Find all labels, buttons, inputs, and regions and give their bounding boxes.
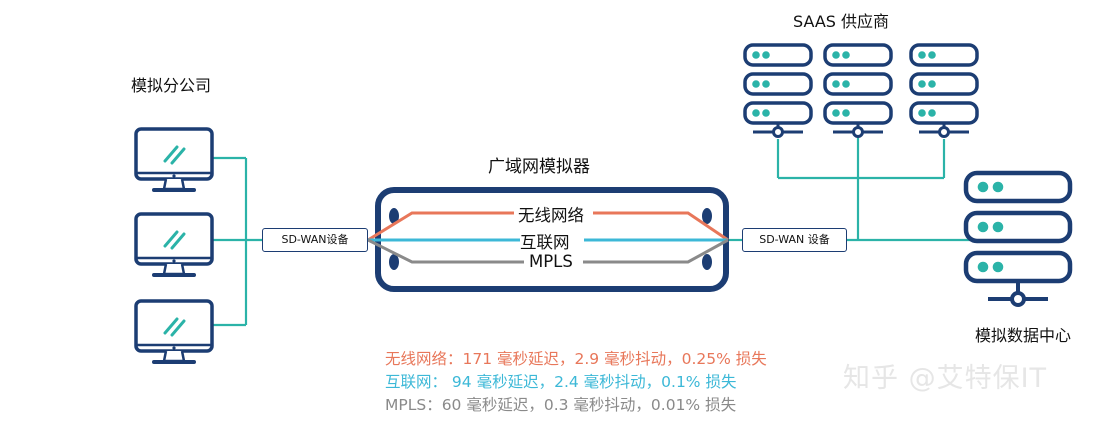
metric-mpls: MPLS：60 毫秒延迟，0.3 毫秒抖动，0.01% 损失 <box>385 396 737 414</box>
wireless-link-line <box>367 211 514 242</box>
saas-server-icon-1 <box>743 43 813 138</box>
wan-emulator-title: 广域网模拟器 <box>488 157 590 177</box>
saas-server-icons <box>743 43 979 138</box>
metric-wireless: 无线网络：171 毫秒延迟，2.9 毫秒抖动，0.25% 损失 <box>385 350 767 368</box>
sdwan-device-left: SD-WAN设备 <box>262 228 368 252</box>
watermark: 知乎 @艾特保IT <box>843 363 1048 394</box>
saas-server-icon-3 <box>909 43 979 138</box>
link-label-wireless: 无线网络 <box>518 206 584 225</box>
branch-monitor-icon-2 <box>134 212 214 277</box>
metric-internet: 互联网： 94 毫秒延迟，2.4 毫秒抖动，0.1% 损失 <box>385 373 737 391</box>
data-center-title: 模拟数据中心 <box>975 326 1072 345</box>
link-label-internet: 互联网 <box>520 233 570 252</box>
sdwan-device-right: SD-WAN 设备 <box>742 228 847 252</box>
mpls-link-line-right <box>583 238 729 264</box>
branch-office-title: 模拟分公司 <box>131 76 212 95</box>
branch-monitor-icon-1 <box>134 127 214 192</box>
branch-monitor-icon-3 <box>134 299 214 364</box>
saas-provider-title: SAAS 供应商 <box>793 12 890 31</box>
saas-server-icon-2 <box>823 43 893 138</box>
datacenter-server-icon <box>966 173 1070 307</box>
mpls-link-line <box>367 238 524 264</box>
wireless-link-line-right <box>593 211 729 242</box>
link-label-mpls: MPLS <box>529 252 573 271</box>
